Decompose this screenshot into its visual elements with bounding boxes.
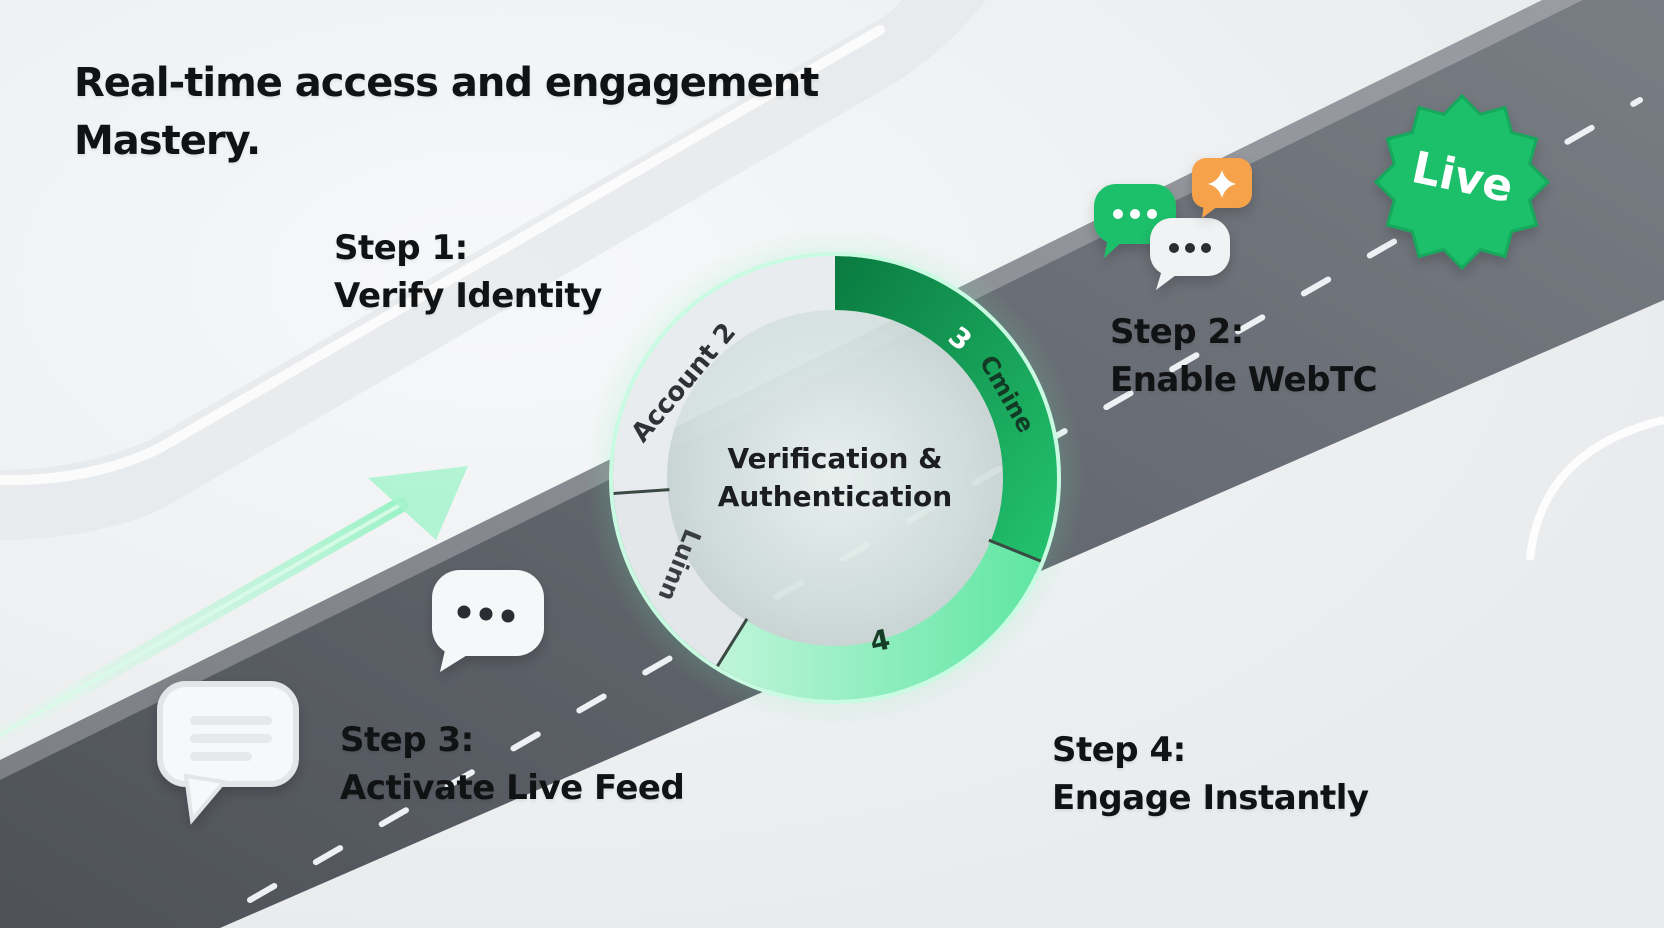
background-floor-panel — [1000, 560, 1664, 928]
ring-segment-account — [613, 256, 835, 494]
ring-segment-3 — [835, 256, 1058, 562]
page-title-line-2: Mastery. — [74, 118, 261, 164]
background-panel-edge — [0, 25, 885, 486]
ring-divider — [609, 488, 670, 496]
step-2-label: Step 2: — [1110, 312, 1244, 352]
sparkle-icon — [1192, 158, 1252, 218]
live-badge-icon: Live — [1373, 93, 1551, 271]
ring-outline — [609, 252, 1061, 704]
step-1-title: Verify Identity — [334, 276, 602, 316]
ring-segment-luinn — [613, 489, 746, 667]
ring-center-line-1: Verification & — [727, 442, 942, 475]
ring-divider — [988, 538, 1046, 565]
step-2-title: Enable WebTC — [1110, 360, 1378, 400]
live-badge-shape — [1373, 93, 1551, 271]
background-arc — [1526, 416, 1664, 561]
step-1-label: Step 1: — [334, 228, 468, 268]
step-2: Step 2: Enable WebTC — [1110, 308, 1378, 404]
ring-segment-4 — [717, 540, 1041, 700]
step-1: Step 1: Verify Identity — [334, 224, 602, 320]
message-lines-icon — [157, 681, 299, 825]
background-panel-stroke — [0, 0, 986, 540]
page-title: Real-time access and engagement Mastery. — [74, 54, 819, 170]
ring-divider — [713, 617, 749, 671]
step-4-label: Step 4: — [1052, 730, 1186, 770]
step-3: Step 3: Activate Live Feed — [340, 716, 685, 812]
ring-center-line-2: Authentication — [718, 480, 952, 513]
step-3-label: Step 3: — [340, 720, 474, 760]
ring-center-disc — [655, 298, 1015, 658]
chat-bubble-icon — [1150, 218, 1230, 290]
arrow-icon — [0, 466, 468, 743]
page-title-line-1: Real-time access and engagement — [74, 60, 819, 106]
chat-bubble-icon — [432, 570, 544, 672]
step-3-title: Activate Live Feed — [340, 768, 685, 808]
step-4-title: Engage Instantly — [1052, 778, 1369, 818]
step-4: Step 4: Engage Instantly — [1052, 726, 1369, 822]
